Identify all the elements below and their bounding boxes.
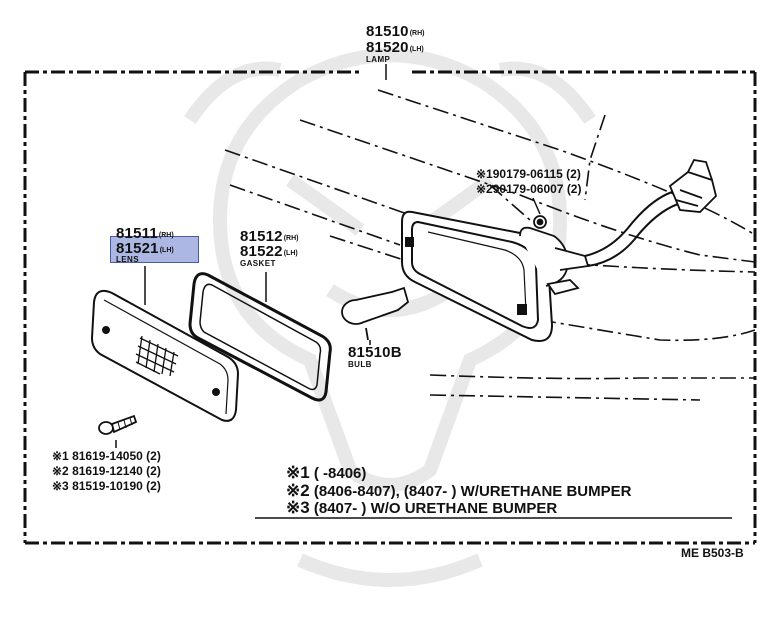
note-3-mark: ※3 (286, 498, 310, 517)
note-1-mark: ※1 (286, 463, 310, 482)
nut-2-mark: ※2 (476, 182, 493, 196)
note-2: ※2 (8406-8407), (8407- ) W/URETHANE BUMP… (286, 482, 631, 499)
lamp-socket (519, 215, 590, 296)
lamp-rh-number: 81510 (366, 23, 409, 40)
screw-2-qty: (2) (146, 464, 161, 478)
diagram-code: ME B503-B (681, 546, 744, 560)
screw-1-mark: ※1 (52, 449, 69, 463)
lens-rh-side: (RH) (158, 232, 174, 239)
screw-1-qty: (2) (146, 449, 161, 463)
lens-lh-highlight (110, 236, 199, 263)
note-2-text: (8406-8407), (8407- ) W/URETHANE BUMPER (313, 483, 632, 500)
note-3: ※3 (8407- ) W/O URETHANE BUMPER (286, 499, 557, 516)
wire-connector (668, 159, 717, 213)
bulb-shape (341, 286, 410, 341)
screw-1-label: ※1 81619-14050 (2) (52, 450, 161, 462)
lamp-lh-number: 81520 (366, 39, 409, 56)
nut-2-label: ※290179-06007 (2) (476, 183, 581, 195)
nut-2-number: 90179-06007 (492, 182, 564, 196)
lamp-lh-label: 81520(LH) (366, 40, 424, 55)
bulb-number: 81510B (348, 344, 402, 361)
lens-lh-number: 81521 (116, 240, 159, 257)
nut-1-label: ※190179-06115 (2) (476, 168, 581, 180)
bulb-name: BULB (348, 360, 372, 369)
gasket-name: GASKET (240, 259, 276, 268)
gasket-lh-label: 81522(LH) (240, 244, 298, 259)
nut-1-mark: ※1 (476, 167, 493, 181)
nut-2-qty: (2) (566, 182, 582, 196)
screw-3-qty: (2) (146, 479, 161, 493)
gasket-shape (188, 272, 332, 402)
gasket-rh-side: (RH) (283, 235, 299, 242)
screw-1-number: 81619-14050 (72, 449, 143, 463)
lens-name: LENS (116, 255, 139, 264)
lens-lh-label: 81521(LH) (116, 241, 174, 256)
note-1-text: ( -8406) (313, 465, 367, 482)
watermark-emblem (184, 48, 596, 587)
gasket-lh-side: (LH) (283, 250, 298, 257)
lamp-lh-side: (LH) (409, 46, 424, 53)
screw-3-mark: ※3 (52, 479, 69, 493)
note-3-text: (8407- ) W/O URETHANE BUMPER (313, 500, 558, 517)
leader-lines (115, 197, 732, 519)
screw-2-label: ※2 81619-12140 (2) (52, 465, 161, 477)
screw-2-mark: ※2 (52, 464, 69, 478)
screw-2-number: 81619-12140 (72, 464, 143, 478)
lens-lh-side: (LH) (159, 247, 174, 254)
gasket-lh-number: 81522 (240, 243, 283, 260)
lens-grid (135, 335, 179, 377)
screw-3-number: 81519-10190 (72, 479, 143, 493)
gasket-rh-label: 81512(RH) (240, 229, 299, 244)
gasket-rh-number: 81512 (240, 228, 283, 245)
nut-1-number: 90179-06115 (492, 167, 563, 181)
screw-3-label: ※3 81519-10190 (2) (52, 480, 161, 492)
frame-border (23, 70, 757, 545)
lamp-name: LAMP (366, 55, 391, 64)
note-2-mark: ※2 (286, 481, 310, 500)
wire-harness (584, 191, 679, 267)
lens-rh-number: 81511 (116, 225, 158, 242)
lens-rh-label: 81511(RH) (116, 226, 174, 241)
lamp-rh-side: (RH) (409, 30, 425, 37)
lamp-rh-label: 81510(RH) (366, 24, 425, 39)
note-1: ※1 ( -8406) (286, 464, 366, 481)
nut-1-qty: (2) (566, 167, 581, 181)
screw-shape (98, 414, 138, 435)
